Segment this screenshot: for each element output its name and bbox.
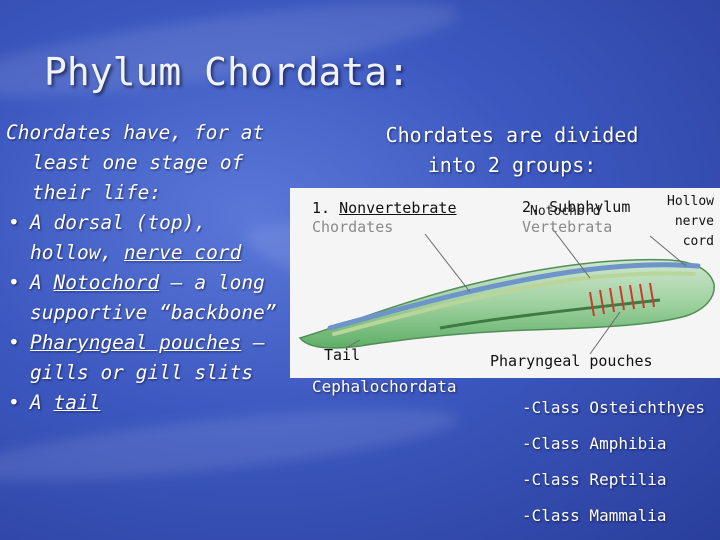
pharyngeal-pouches-label: Pharyngeal pouches (490, 352, 653, 370)
pharyngeal-pouches-link[interactable]: Pharyngeal pouches (30, 331, 242, 354)
trait-notochord: A Notochord – a long supportive “backbon… (6, 268, 282, 328)
group-1-sub: Chordates (312, 218, 394, 236)
group-1-label: 1. Nonvertebrate (312, 199, 457, 217)
vertebrate-classes: -Class Osteichthyes -Class Amphibia -Cla… (522, 390, 705, 534)
traits-list: A dorsal (top), hollow, nerve cord A Not… (6, 208, 282, 418)
notochord-link[interactable]: Notochord (53, 271, 160, 294)
traits-panel: Chordates have, for at least one stage o… (6, 118, 282, 418)
label-lines (345, 227, 687, 355)
trait-nerve-cord: A dorsal (top), hollow, nerve cord (6, 208, 282, 268)
trait-tail: A tail (6, 388, 282, 418)
tail-link[interactable]: tail (53, 391, 101, 414)
notochord-label: Notochord (530, 204, 601, 219)
group-2-label: 2. Subphylum (522, 198, 631, 216)
lancelet-illustration (298, 227, 715, 355)
slide-title: Phylum Chordata: (44, 50, 411, 94)
class-reptilia: -Class Reptilia (522, 470, 667, 489)
traits-intro: Chordates have, for at least one stage o… (6, 121, 265, 204)
chordate-diagram: 1. Nonvertebrate Chordates 2. Subphylum … (290, 188, 720, 378)
class-mammalia: -Class Mammalia (522, 506, 667, 525)
group-2-sub: Vertebrata (522, 218, 613, 236)
groups-heading: Chordates are divided into 2 groups: (385, 123, 639, 177)
gill-slits (589, 282, 655, 317)
notochord (332, 271, 696, 336)
nerve-cord (327, 262, 701, 331)
class-amphibia: -Class Amphibia (522, 434, 667, 453)
nerve-cord-link[interactable]: nerve cord (123, 241, 242, 264)
tail-label: Tail (324, 346, 361, 364)
class-osteichthyes: -Class Osteichthyes (522, 398, 706, 417)
cephalochordata-label: Cephalochordata (312, 377, 457, 396)
nonvertebrate-link[interactable]: Nonvertebrate (339, 199, 457, 217)
trait-pharyngeal: Pharyngeal pouches – gills or gill slits (6, 328, 282, 388)
